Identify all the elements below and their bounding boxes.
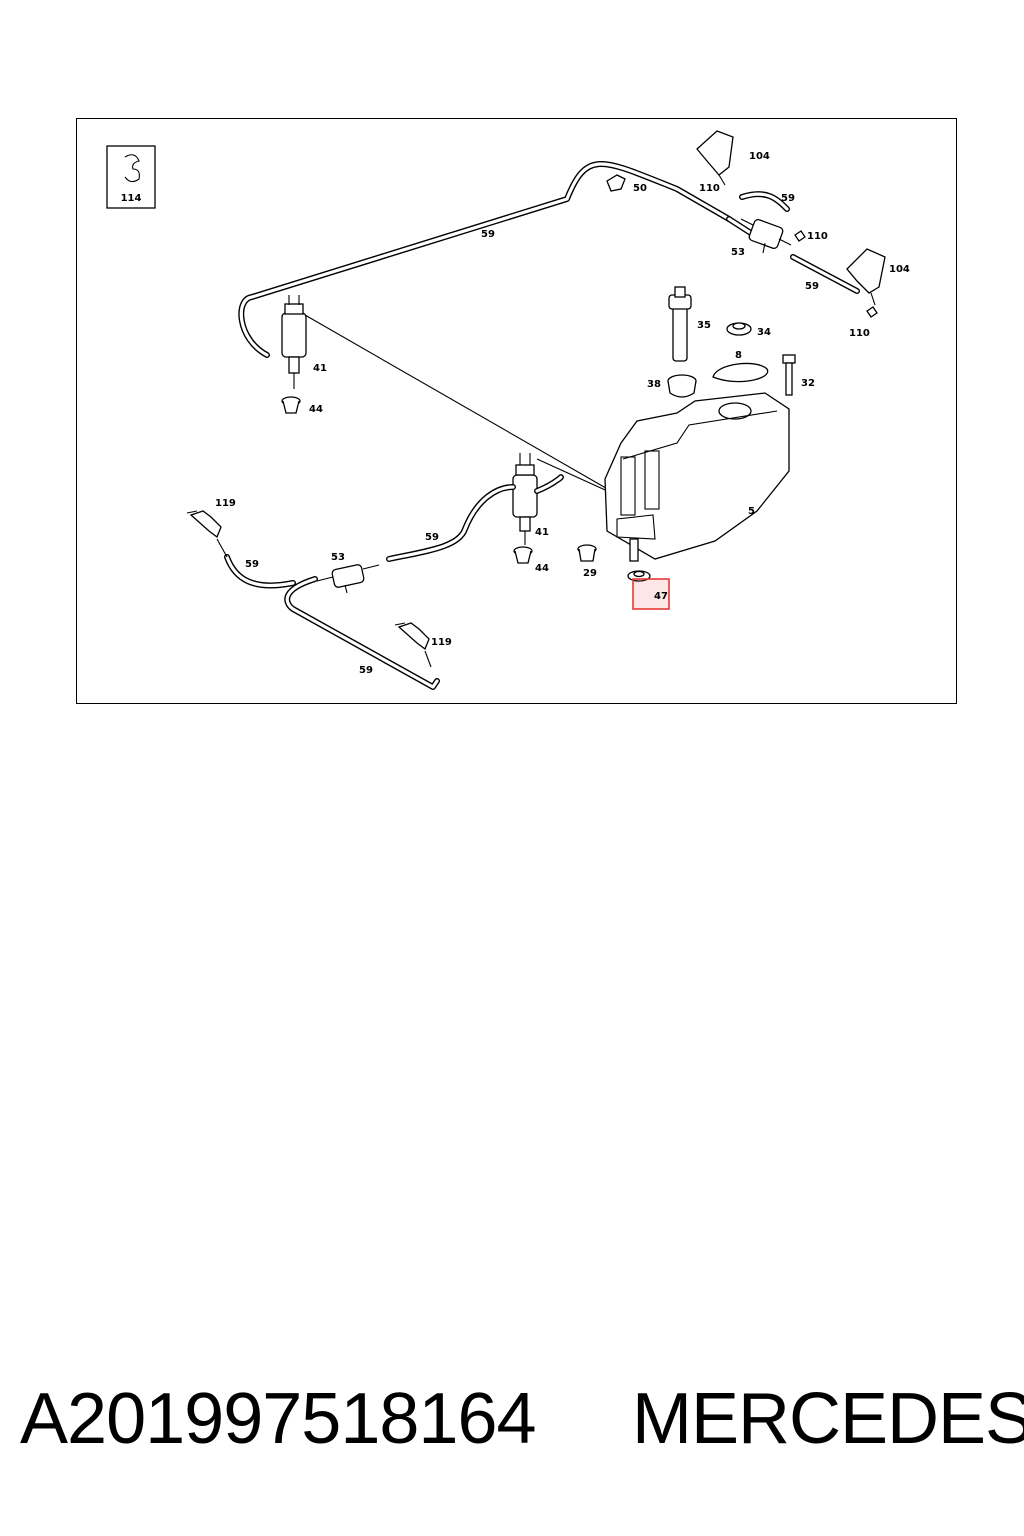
label-59-right: 59 [805,281,819,292]
grommet-38 [667,374,697,398]
label-53-lower: 53 [331,552,345,563]
part-number: A201997518164 [20,1379,537,1459]
label-41-upper: 41 [313,363,327,374]
highlight-box-47 [632,578,670,610]
t-piece-53-lower [316,564,380,594]
washer-pump-41-upper [281,295,307,389]
label-59-top: 59 [481,229,495,240]
inset-clip-114: 114 [106,145,156,209]
check-valve-119-right [394,622,432,668]
parts-diagram: 114 [106,130,910,690]
level-sensor-32 [782,354,796,396]
label-110-right: 110 [849,328,870,339]
label-41-lower: 41 [535,527,549,538]
label-34: 34 [757,327,771,338]
label-59-bottom: 59 [359,665,373,676]
label-59-right-top: 59 [781,193,795,204]
label-8: 8 [735,350,742,361]
hose-59-top [238,161,732,358]
grommet-47[interactable] [627,570,670,610]
label-59-left: 59 [245,559,259,570]
label-53-right: 53 [731,247,745,258]
label-50: 50 [633,183,647,194]
leader-line [304,314,626,500]
label-32: 32 [801,378,815,389]
diagram-frame: 114 [76,118,957,704]
label-119-right: 119 [431,637,452,648]
brand-name: MERCEDES [632,1379,1024,1459]
check-valve-119-left [186,510,228,558]
washer-nozzle-104-top [696,130,734,186]
label-119-left: 119 [215,498,236,509]
label-44-upper: 44 [309,404,323,415]
grommet-44-upper [281,396,301,414]
label-59-lower-mid: 59 [425,532,439,543]
grommet-29 [577,544,597,562]
label-5: 5 [748,506,755,517]
label-47: 47 [654,591,668,602]
hoses-right [726,191,860,294]
t-piece-53-right [740,218,792,254]
footer: A201997518164 MERCEDES [0,1378,1024,1468]
label-110-mid: 110 [807,231,828,242]
washer-pump-41-lower [512,453,538,545]
filler-neck-35 [668,286,692,362]
cap-8 [712,362,769,383]
label-104-top: 104 [749,151,770,162]
label-35: 35 [697,320,711,331]
reservoir-tank-5 [604,392,790,562]
inset-label: 114 [121,193,142,204]
clip-50 [606,174,626,192]
label-29: 29 [583,568,597,579]
clip-110 [794,230,806,242]
washer-nozzle-104-right [846,248,886,306]
label-104-right: 104 [889,264,910,275]
grommet-44-lower [513,546,533,564]
label-44-lower: 44 [535,563,549,574]
hoses-lower [224,484,516,690]
label-110-top: 110 [699,183,720,194]
clip-110-b [866,306,878,318]
label-38: 38 [647,379,661,390]
